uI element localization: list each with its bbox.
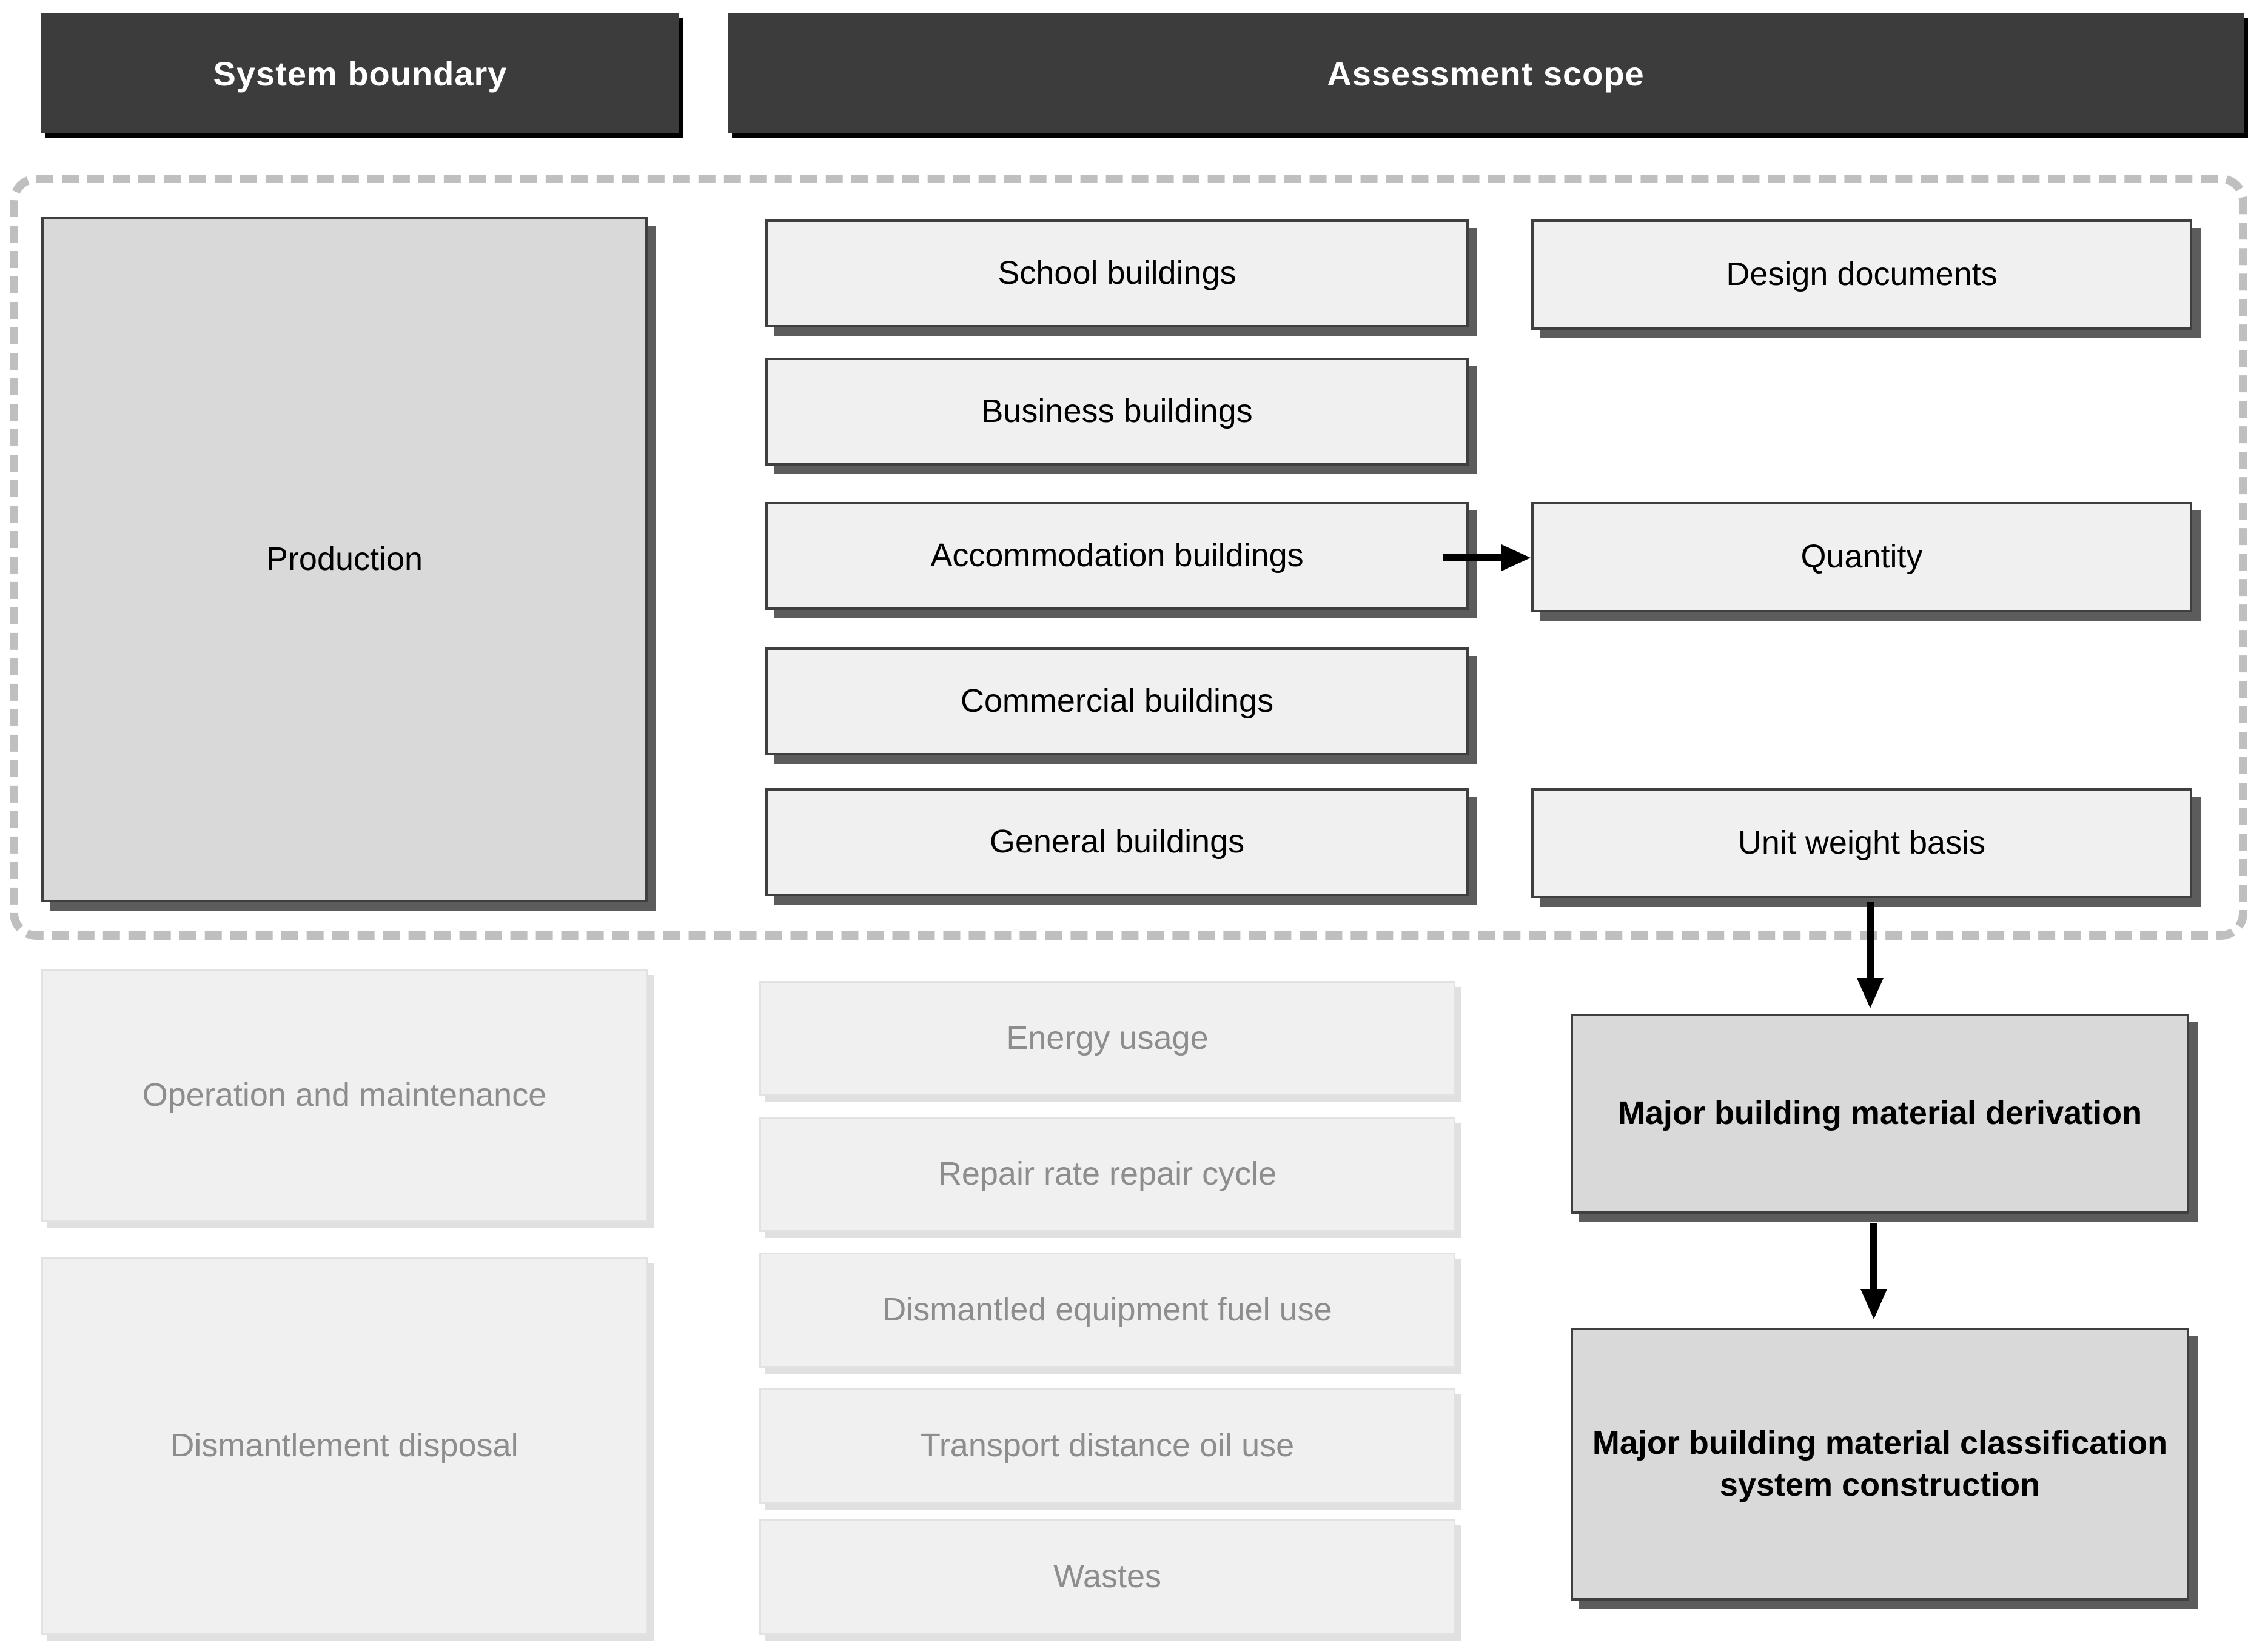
in-scope-dashed-boundary (10, 175, 2247, 940)
arrow-shaft (1867, 902, 1874, 980)
excluded-factor-wastes[interactable]: Wastes (759, 1519, 1455, 1635)
output-major-building-material-derivation[interactable]: Major building material derivation (1571, 1014, 2189, 1214)
excluded-factor-repair-rate-repair-cycle[interactable]: Repair rate repair cycle (759, 1117, 1455, 1232)
data-item-quantity[interactable]: Quantity (1531, 502, 2192, 612)
excluded-factor-energy-usage[interactable]: Energy usage (759, 981, 1455, 1096)
excluded-factor-dismantled-equipment-fuel-use[interactable]: Dismantled equipment fuel use (759, 1253, 1455, 1368)
output-major-building-material-classification-system-construction[interactable]: Major building material classification s… (1571, 1328, 2189, 1601)
building-type-accommodation-buildings[interactable]: Accommodation buildings (765, 502, 1469, 610)
arrow-shaft (1443, 554, 1504, 561)
building-type-commercial-buildings[interactable]: Commercial buildings (765, 647, 1469, 755)
header-system-boundary: System boundary (41, 13, 679, 133)
arrow-head-down-icon (1857, 978, 1884, 1008)
data-item-design-documents[interactable]: Design documents (1531, 219, 2192, 330)
arrow-derivation-to-classification-system (1860, 1223, 1887, 1320)
building-type-business-buildings[interactable]: Business buildings (765, 358, 1469, 466)
lifecycle-stage-production[interactable]: Production (41, 217, 648, 902)
building-type-general-buildings[interactable]: General buildings (765, 788, 1469, 896)
data-item-unit-weight-basis[interactable]: Unit weight basis (1531, 788, 2192, 898)
excluded-factor-transport-distance-oil-use[interactable]: Transport distance oil use (759, 1388, 1455, 1504)
arrow-head-right-icon (1501, 544, 1531, 571)
lifecycle-stage-dismantlement-disposal[interactable]: Dismantlement disposal (41, 1257, 648, 1635)
arrow-shaft (1870, 1223, 1877, 1291)
arrow-accommodation-to-quantity (1443, 544, 1534, 571)
arrow-head-down-icon (1860, 1289, 1887, 1319)
header-assessment-scope: Assessment scope (728, 13, 2244, 133)
lifecycle-stage-operation-and-maintenance[interactable]: Operation and maintenance (41, 969, 648, 1222)
building-type-school-buildings[interactable]: School buildings (765, 219, 1469, 327)
arrow-unit-weight-basis-to-derivation (1857, 902, 1884, 1008)
